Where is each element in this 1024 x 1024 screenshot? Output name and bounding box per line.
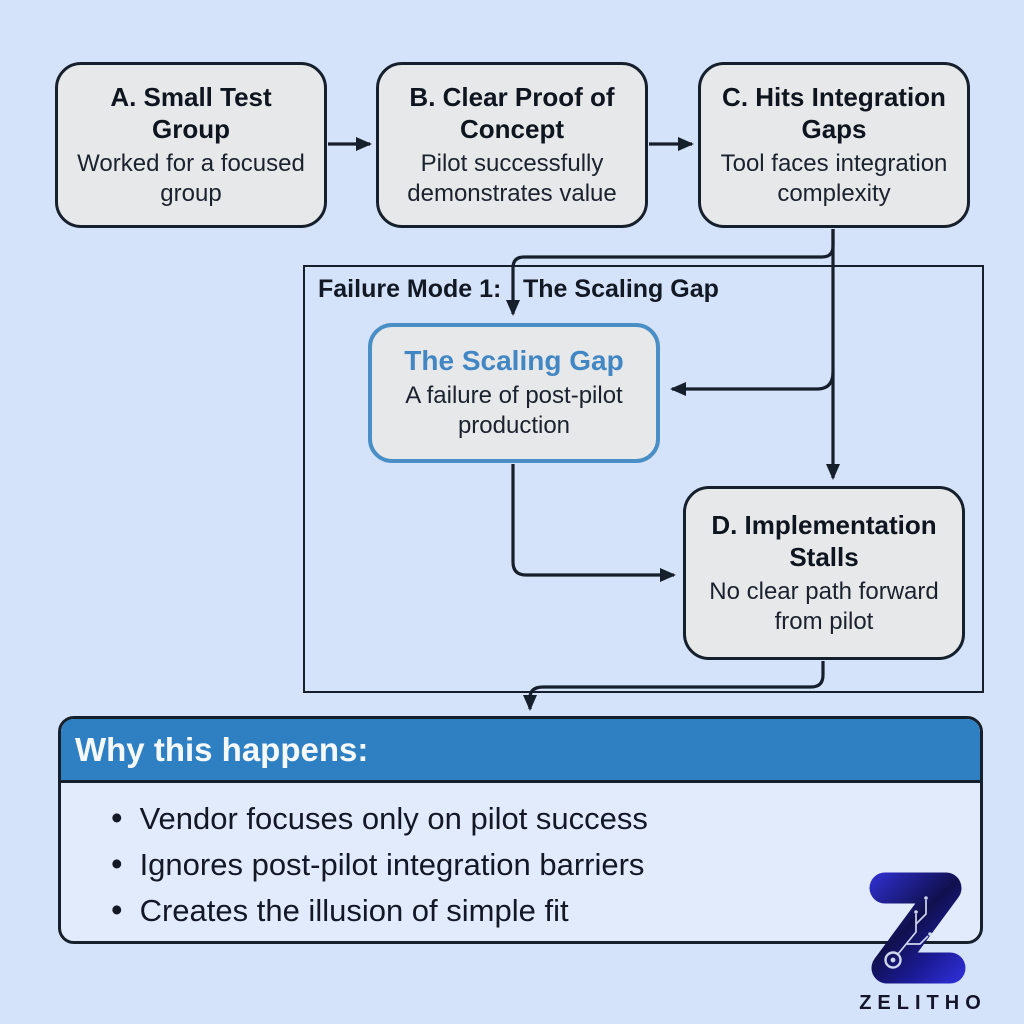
node-title: A. Small Test Group <box>110 82 272 144</box>
list-item: • Ignores post-pilot integration barrier… <box>111 841 956 887</box>
node-small-test-group: A. Small Test Group Worked for a focused… <box>55 62 327 228</box>
node-implementation-stalls: D. Implementation Stalls No clear path f… <box>683 486 965 660</box>
node-title: D. Implementation Stalls <box>711 510 937 572</box>
list-item: • Creates the illusion of simple fit <box>111 887 956 933</box>
node-description: No clear path forward from pilot <box>709 578 939 635</box>
node-title: B. Clear Proof of Concept <box>409 82 615 144</box>
why-panel-heading: Why this happens: <box>75 730 369 768</box>
why-panel-header: Why this happens: <box>61 719 980 783</box>
node-title: C. Hits Integration Gaps <box>722 82 946 144</box>
bullet-text: Vendor focuses only on pilot success <box>139 801 648 836</box>
node-clear-proof-of-concept: B. Clear Proof of Concept Pilot successf… <box>376 62 648 228</box>
zelitho-wordmark: ZELITHO <box>859 992 987 1014</box>
bullet-text: Creates the illusion of simple fit <box>139 893 569 928</box>
node-description: A failure of post-pilot production <box>405 382 623 439</box>
node-description: Pilot successfully demonstrates value <box>407 150 617 207</box>
why-panel-body: • Vendor focuses only on pilot success •… <box>61 783 980 941</box>
node-description: Tool faces integration complexity <box>720 150 948 207</box>
circuit-trace-icon <box>884 896 932 969</box>
bullet-icon: • <box>111 799 123 836</box>
zelitho-z-icon <box>869 872 966 984</box>
failure-mode-label-title: The Scaling Gap <box>523 275 719 303</box>
bullet-text: Ignores post-pilot integration barriers <box>139 847 645 882</box>
list-item: • Vendor focuses only on pilot success <box>111 795 956 841</box>
bullet-icon: • <box>111 891 123 928</box>
why-panel: Why this happens: • Vendor focuses only … <box>58 716 983 944</box>
bullet-icon: • <box>111 845 123 882</box>
node-the-scaling-gap: The Scaling Gap A failure of post-pilot … <box>368 323 660 463</box>
node-title: The Scaling Gap <box>404 345 624 376</box>
zelitho-logo: ZELITHO <box>852 852 988 1020</box>
node-hits-integration-gaps: C. Hits Integration Gaps Tool faces inte… <box>698 62 970 228</box>
node-description: Worked for a focused group <box>77 150 305 207</box>
failure-mode-label-prefix: Failure Mode 1: <box>318 275 502 303</box>
